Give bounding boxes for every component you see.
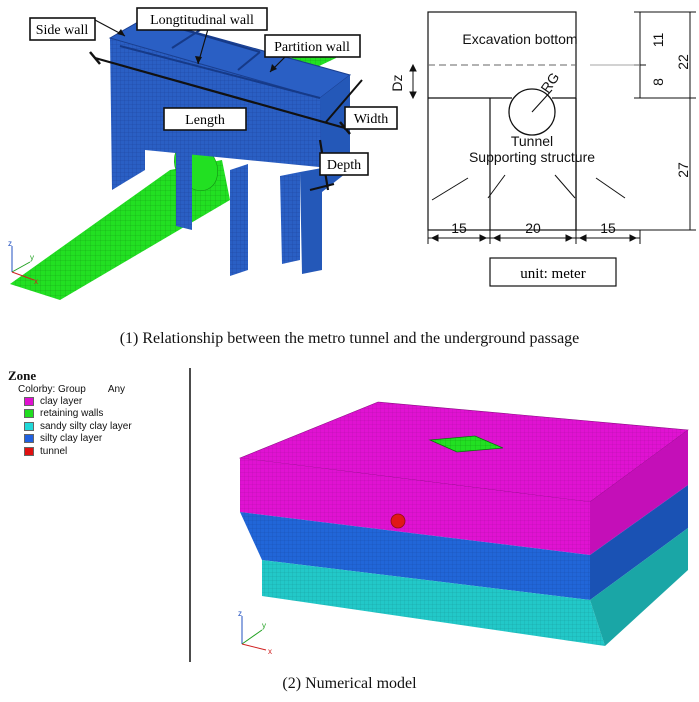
svg-text:15: 15 xyxy=(600,220,616,236)
legend-swatch xyxy=(24,421,34,431)
sandy-clay-front xyxy=(262,560,605,646)
silty-clay-side xyxy=(590,485,688,600)
caption-part-2: (2) Numerical model xyxy=(282,675,417,692)
legend-title: Zone xyxy=(8,368,37,383)
svg-text:15: 15 xyxy=(451,220,467,236)
legend-item-tunnel: tunnel xyxy=(24,445,188,458)
label-depth: Depth xyxy=(319,152,369,176)
zone-legend: Zone Colorby: Group Any clay layer retai… xyxy=(8,368,188,458)
support-leg xyxy=(280,172,300,264)
retaining-walls-top xyxy=(428,435,504,453)
svg-text:Side wall: Side wall xyxy=(36,23,89,38)
legend-colorby: Colorby: Group Any xyxy=(18,384,126,395)
legend-item-clay: clay layer xyxy=(24,395,188,408)
numerical-model-3d xyxy=(238,401,689,646)
svg-text:8: 8 xyxy=(650,78,666,86)
tunnel-marker xyxy=(390,513,406,529)
svg-text:Longtitudinal wall: Longtitudinal wall xyxy=(150,13,254,28)
silty-clay-front xyxy=(240,512,590,600)
svg-text:Depth: Depth xyxy=(327,158,361,173)
cross-section-diagram xyxy=(409,11,696,244)
label-side-wall: Side wall xyxy=(29,17,96,41)
svg-text:20: 20 xyxy=(525,220,541,236)
svg-text:Excavation bottom: Excavation bottom xyxy=(462,31,577,47)
label-longitudinal-wall: Longtitudinal wall xyxy=(136,7,268,31)
svg-text:y: y xyxy=(262,621,266,630)
legend-swatch xyxy=(24,446,34,456)
legend-swatch xyxy=(24,409,34,419)
front-face xyxy=(145,38,350,170)
legend-swatch xyxy=(24,396,34,406)
svg-text:Tunnel: Tunnel xyxy=(511,133,553,149)
cross-section-text: Excavation bottom RG Dz Tunnel Supportin… xyxy=(389,31,691,236)
svg-text:22: 22 xyxy=(675,54,691,70)
caption-part-1: (1) Relationship between the metro tunne… xyxy=(119,330,580,347)
svg-text:x: x xyxy=(268,647,272,656)
side-wall-face xyxy=(110,18,145,190)
svg-text:x: x xyxy=(34,277,38,286)
svg-text:Dz: Dz xyxy=(389,74,405,91)
svg-text:y: y xyxy=(30,253,34,262)
label-partition-wall: Partition wall xyxy=(264,34,361,58)
svg-text:Width: Width xyxy=(354,112,388,127)
svg-text:Partition wall: Partition wall xyxy=(274,40,350,55)
label-length: Length xyxy=(163,107,247,131)
legend-item-silty-clay: silty clay layer xyxy=(24,433,188,446)
legend-swatch xyxy=(24,434,34,444)
unit-box: unit: meter xyxy=(489,257,617,287)
passage-3d-model xyxy=(10,17,363,300)
svg-text:unit: meter: unit: meter xyxy=(520,266,585,282)
svg-text:Length: Length xyxy=(185,113,225,128)
tunnel-circle xyxy=(508,88,556,136)
legend-item-sandy-silty-clay: sandy silty clay layer xyxy=(24,420,188,433)
clay-layer-front xyxy=(240,458,590,555)
svg-text:z: z xyxy=(8,239,12,248)
svg-text:z: z xyxy=(238,609,242,618)
legend-item-retaining-walls: retaining walls xyxy=(24,408,188,421)
svg-text:27: 27 xyxy=(675,162,691,178)
clay-layer-side xyxy=(590,430,688,555)
svg-text:Supporting structure: Supporting structure xyxy=(469,149,595,165)
label-width: Width xyxy=(344,106,398,130)
svg-text:11: 11 xyxy=(650,33,666,48)
axis-triad-top: z y x xyxy=(8,239,38,286)
axis-triad-bottom: z y x xyxy=(238,609,272,656)
sandy-clay-side xyxy=(590,528,688,646)
svg-text:RG: RG xyxy=(537,69,562,95)
support-leg xyxy=(230,164,248,276)
